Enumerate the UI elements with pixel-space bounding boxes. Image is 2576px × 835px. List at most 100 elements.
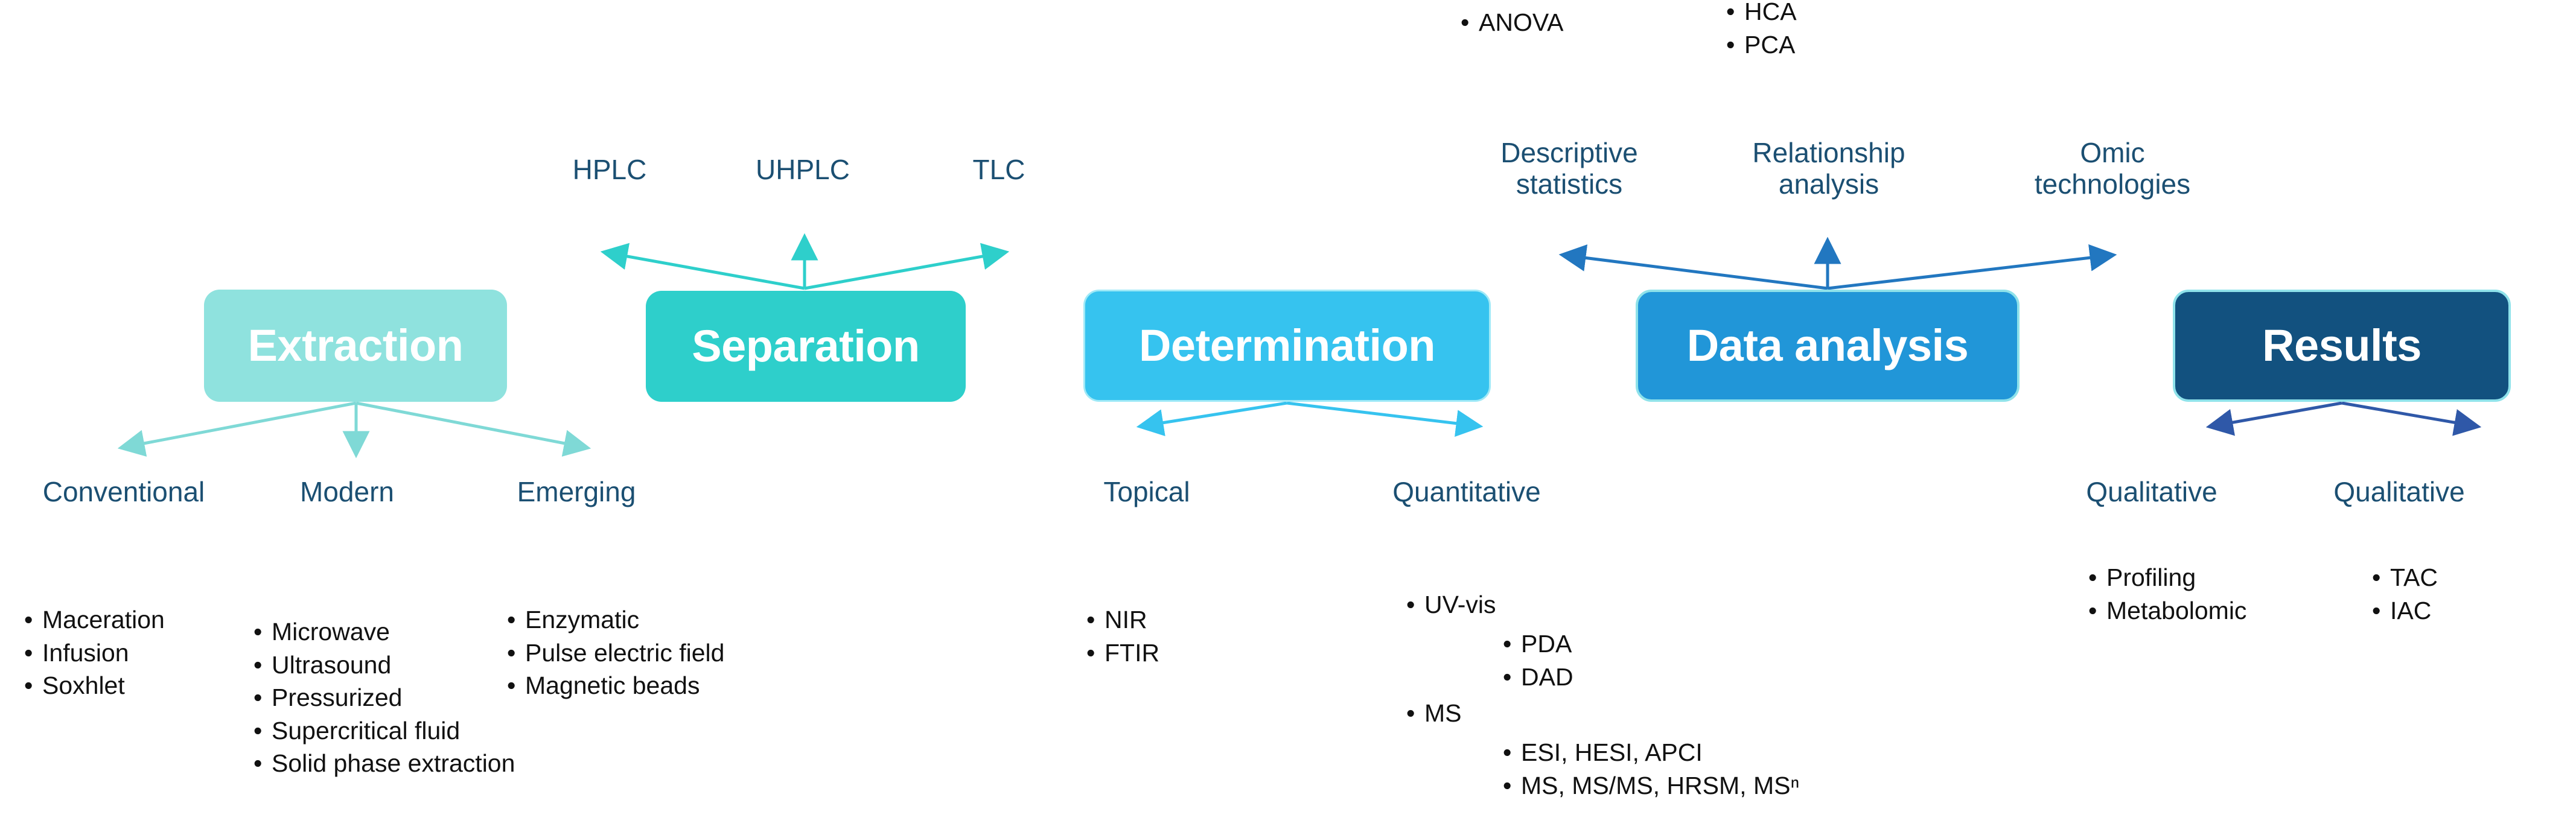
list-item: •Infusion	[24, 637, 165, 670]
list-results-qualitative-left: •Profiling•Metabolomic	[2088, 561, 2246, 627]
list-item: •Microwave	[253, 615, 515, 649]
list-item: •DAD	[1503, 661, 1573, 694]
stage-box-data-analysis[interactable]: Data analysis	[1636, 290, 2020, 402]
bullet-icon: •	[253, 749, 263, 778]
list-item: • Supercritical fluid	[253, 714, 515, 748]
list-item: •Profiling	[2088, 561, 2246, 594]
list-emerging: • Enzymatic • Pulse electric field • Magnetic…	[507, 603, 724, 702]
bullet-icon: •	[24, 671, 33, 700]
list-item-label: Supercritical fluid	[272, 716, 461, 745]
bullet-icon: •	[1406, 699, 1415, 727]
list-item-label: ANOVA	[1479, 8, 1564, 36]
arrow-group-determination	[1136, 401, 1484, 437]
list-item-label: UV-vis	[1424, 591, 1496, 618]
list-item: • ANOVA	[1461, 6, 1564, 39]
stage-box-determination[interactable]: Determination	[1083, 290, 1491, 402]
list-item: • PCA	[1726, 28, 1797, 62]
list-item-label: Maceration	[42, 606, 165, 633]
bullet-icon: •	[253, 650, 263, 679]
bullet-icon: •	[253, 716, 263, 745]
bullet-icon: •	[1086, 638, 1095, 667]
list-item: • Enzymatic	[507, 603, 724, 637]
category-label-hplc: HPLC	[572, 154, 647, 185]
list-quantitative-uvvis: •UV-vis	[1406, 588, 1496, 621]
list-item: • PDA	[1503, 627, 1573, 661]
list-item-label: Infusion	[42, 638, 129, 667]
list-item: •HCA	[1726, 0, 1797, 28]
bullet-icon: •	[1461, 8, 1470, 36]
list-item-label: IAC	[2390, 596, 2432, 624]
list-item: • MS	[1406, 697, 1462, 730]
category-label-tlc: TLC	[972, 154, 1025, 185]
stage-label-data-analysis: Data analysis	[1686, 320, 1969, 370]
list-item-label: Ultrasound	[272, 650, 392, 679]
bullet-icon: •	[1086, 606, 1095, 633]
category-label-omic-technologies: Omic technologies	[1974, 137, 2251, 200]
list-item: • TAC	[2372, 561, 2438, 594]
bullet-icon: •	[507, 671, 516, 700]
bullet-icon: •	[2088, 564, 2097, 591]
list-item: • Maceration	[24, 603, 165, 637]
list-quantitative-ms-sub: • ESI, HESI, APCI •MS, MS/MS, HRSM, MSⁿ	[1503, 736, 1799, 802]
list-item-label: MS	[1424, 699, 1462, 727]
category-label-conventional: Conventional	[42, 476, 205, 507]
category-line-2: analysis	[1778, 168, 1879, 200]
bullet-icon: •	[1726, 30, 1735, 59]
list-item-label: Pulse electric field	[525, 638, 725, 667]
list-item: • Soxhlet	[24, 669, 165, 702]
bullet-icon: •	[2372, 564, 2381, 591]
bullet-icon: •	[24, 606, 33, 633]
stage-label-results: Results	[2262, 320, 2421, 370]
list-item-label: Solid phase extraction	[272, 749, 515, 778]
list-item-label: ESI, HESI, APCI	[1521, 738, 1703, 766]
list-item-label: NIR	[1105, 606, 1147, 633]
stage-box-results[interactable]: Results	[2173, 290, 2511, 402]
category-line-2: technologies	[2034, 168, 2191, 200]
bullet-icon: •	[507, 606, 516, 633]
category-line-1: Relationship	[1752, 137, 1905, 168]
arrow-group-separation	[600, 233, 1010, 290]
list-item: • IAC	[2372, 594, 2438, 627]
category-label-qualitative-right: Qualitative	[2333, 476, 2465, 507]
bullet-icon: •	[1503, 630, 1512, 658]
stage-label-extraction: Extraction	[247, 320, 464, 370]
arrow-group-extraction	[117, 401, 591, 459]
bullet-icon: •	[1503, 662, 1512, 691]
list-conventional: •Maceration•Infusion•Soxhlet	[24, 603, 165, 702]
bullet-icon: •	[1726, 0, 1735, 25]
category-label-descriptive-statistics: Descriptive statistics	[1430, 137, 1708, 200]
list-item-label: Magnetic beads	[525, 671, 700, 700]
stage-box-extraction[interactable]: Extraction	[204, 290, 507, 402]
list-item: • NIR	[1086, 603, 1159, 637]
bullet-icon: •	[2372, 596, 2381, 624]
list-results-qualitative-right: • TAC • IAC	[2372, 561, 2438, 627]
list-item-label: Enzymatic	[525, 606, 640, 633]
list-item-label: Microwave	[272, 618, 390, 646]
list-item-label: TAC	[2390, 564, 2438, 591]
list-item-label: PDA	[1521, 630, 1572, 658]
category-label-uhplc: UHPLC	[756, 154, 850, 185]
stage-box-separation[interactable]: Separation	[646, 291, 966, 402]
category-label-quantitative: Quantitative	[1392, 476, 1541, 507]
list-item: • Solid phase extraction	[253, 747, 515, 780]
list-item: • ESI, HESI, APCI	[1503, 736, 1799, 769]
list-item-label: MS, MS/MS, HRSM, MSⁿ	[1521, 771, 1800, 799]
category-label-relationship-analysis: Relationship analysis	[1690, 137, 1968, 200]
category-line-2: statistics	[1516, 168, 1623, 200]
list-descriptive-statistics: • ANOVA	[1461, 6, 1564, 39]
list-item: • FTIR	[1086, 637, 1159, 670]
list-item: •Metabolomic	[2088, 594, 2246, 627]
list-quantitative-ms: • MS	[1406, 697, 1462, 730]
category-label-topical: Topical	[1103, 476, 1190, 507]
arrow-group-data-analysis	[1558, 237, 2117, 290]
list-relationship-analysis: •HCA• PCA	[1726, 0, 1797, 61]
stage-label-determination: Determination	[1138, 320, 1436, 370]
bullet-icon: •	[507, 638, 516, 667]
bullet-icon: •	[1503, 738, 1512, 766]
list-item: • Magnetic beads	[507, 669, 724, 702]
list-item: •MS, MS/MS, HRSM, MSⁿ	[1503, 769, 1799, 802]
list-modern: •Microwave•Ultrasound•Pressurized•Superc…	[253, 615, 515, 780]
list-item-label: Soxhlet	[42, 671, 125, 700]
list-item-label: PCA	[1744, 30, 1796, 59]
list-item-label: FTIR	[1105, 638, 1160, 667]
